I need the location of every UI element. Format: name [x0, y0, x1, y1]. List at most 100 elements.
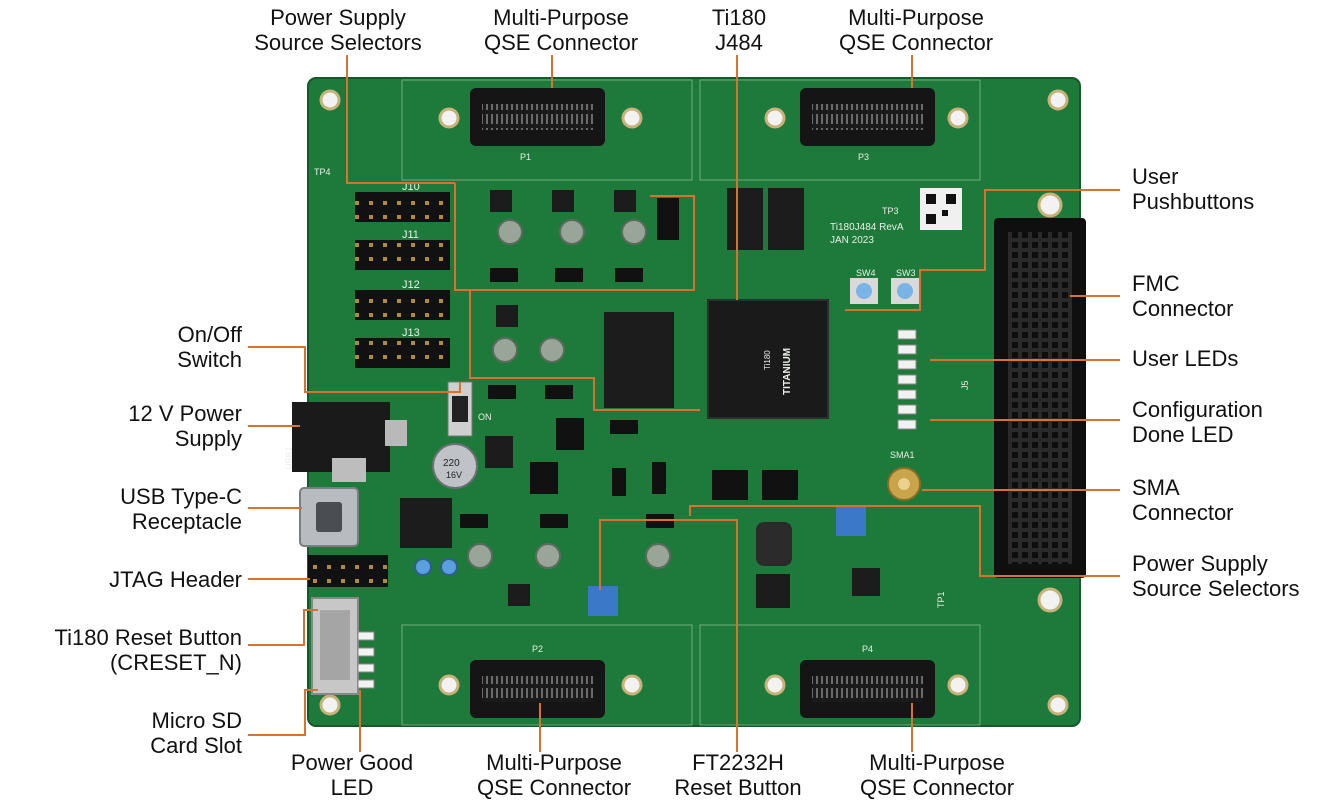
- qse-connector-top-right: P3: [800, 88, 935, 162]
- cap-value: 220: [443, 458, 460, 469]
- misc-ics: [485, 190, 880, 608]
- silk-board-date: JAN 2023: [830, 235, 874, 246]
- label-line: JTAG Header: [109, 567, 242, 592]
- silk-p4: P4: [862, 644, 873, 654]
- ft2232-chip: [400, 498, 452, 548]
- label-line: Multi-Purpose: [848, 5, 984, 30]
- silk-usb1: USB1: [284, 446, 294, 470]
- ti180-fpga-chip: TITANIUM Ti180: [707, 299, 829, 419]
- label-line: LED: [330, 775, 374, 800]
- blue-pot: [836, 506, 866, 536]
- label-line: Power Supply: [270, 5, 406, 30]
- usb-c-receptacle: USB1: [284, 446, 359, 547]
- label-line: Multi-Purpose: [486, 750, 622, 775]
- label-line: Done LED: [1132, 422, 1234, 447]
- label-usb-type-c: USB Type-C Receptacle: [120, 484, 242, 534]
- label-line: User LEDs: [1132, 346, 1239, 371]
- label-line: On/Off: [177, 322, 242, 347]
- flash-chip-2: [768, 188, 804, 250]
- silk-p1: P1: [520, 152, 531, 162]
- flash-chip-1: [727, 188, 763, 250]
- label-sma-connector: SMA Connector: [1132, 475, 1234, 525]
- silk-p3: P3: [858, 152, 869, 162]
- ft2232-reset-pot: [588, 586, 618, 616]
- label-qse-top-left: Multi-Purpose QSE Connector: [484, 5, 638, 55]
- user-pushbuttons-part: SW4 SW3: [850, 268, 919, 304]
- label-line: Power Good: [290, 750, 414, 775]
- label-on-off-switch: On/Off Switch: [177, 322, 242, 372]
- label-line: FMC: [1132, 271, 1180, 296]
- label-line: J484: [715, 30, 763, 55]
- user-leds-part: [897, 329, 917, 430]
- label-qse-bottom-left: Multi-Purpose QSE Connector: [477, 750, 631, 800]
- label-line: Multi-Purpose: [869, 750, 1005, 775]
- silk-sw4: SW4: [856, 268, 876, 278]
- label-line: Supply: [174, 426, 242, 451]
- label-line: Connector: [1132, 500, 1234, 525]
- jumper-headers: J10 J11 J12 J13: [355, 181, 450, 368]
- label-ft2232h-reset: FT2232H Reset Button: [674, 750, 801, 800]
- silk-tp3: TP3: [882, 206, 899, 216]
- label-line: Source Selectors: [1132, 576, 1300, 601]
- label-line: (CRESET_N): [109, 650, 242, 675]
- label-line: Card Slot: [150, 733, 242, 758]
- label-line: Connector: [1132, 296, 1234, 321]
- label-12v-power-supply: 12 V Power Supply: [128, 401, 242, 451]
- label-ti180-j484: Ti180 J484: [712, 5, 766, 55]
- qse-connector-bottom-right: P4: [800, 644, 935, 718]
- label-fmc-connector: FMC Connector: [1132, 271, 1234, 321]
- fpga-part: Ti180: [763, 350, 772, 370]
- mounting-holes: [319, 89, 1069, 716]
- cap-voltage: 16V: [446, 470, 462, 480]
- silk-outlines: [401, 79, 981, 726]
- qse-connector-bottom-left: P2: [470, 644, 605, 718]
- silk-board-name: Ti180J484 RevA: [830, 222, 904, 233]
- label-line: USB Type-C: [120, 484, 242, 509]
- silk-j11: J11: [402, 229, 419, 241]
- big-inductor: [756, 522, 792, 566]
- label-line: QSE Connector: [838, 30, 994, 55]
- silk-tp4: TP4: [314, 167, 331, 177]
- label-line: FT2232H: [692, 750, 784, 775]
- qse-connector-top-left: P1: [470, 88, 605, 162]
- label-config-done-led: Configuration Done LED: [1132, 397, 1263, 447]
- jtag-header-part: [308, 555, 388, 587]
- label-line: Power Supply: [1132, 551, 1268, 576]
- silk-j13: J13: [402, 327, 420, 339]
- label-line: QSE Connector: [859, 775, 1015, 800]
- label-line: Ti180 Reset Button: [54, 625, 242, 650]
- power-selector-jumpers: [460, 198, 798, 528]
- label-power-good-led: Power Good LED: [291, 750, 413, 800]
- label-user-pushbuttons: User Pushbuttons: [1132, 164, 1254, 214]
- leader-lines: [248, 55, 1120, 752]
- label-line: Receptacle: [131, 509, 242, 534]
- sma-connector-part: SMA1: [887, 450, 921, 501]
- silk-j5: J5: [960, 380, 970, 390]
- label-line: SMA: [1132, 475, 1180, 500]
- label-line: Source Selectors: [254, 30, 422, 55]
- silk-tp1: TP1: [936, 591, 946, 608]
- label-line: QSE Connector: [483, 30, 639, 55]
- label-jtag-header: JTAG Header: [109, 567, 242, 592]
- label-micro-sd: Micro SD Card Slot: [150, 708, 242, 758]
- fpga-brand: TITANIUM: [782, 348, 793, 395]
- label-line: 12 V Power: [128, 401, 242, 426]
- label-line: User: [1132, 164, 1179, 189]
- label-line: Switch: [177, 347, 242, 372]
- pcb: [308, 78, 1080, 726]
- label-power-supply-top: Power Supply Source Selectors: [254, 5, 422, 55]
- inductors: [467, 219, 671, 569]
- label-line: Pushbuttons: [1132, 189, 1255, 214]
- label-power-supply-right: Power Supply Source Selectors: [1132, 551, 1300, 601]
- silk-sw3: SW3: [896, 268, 916, 278]
- label-line: Configuration: [1132, 397, 1263, 422]
- label-line: Ti180: [711, 5, 767, 30]
- label-line: Reset Button: [674, 775, 802, 800]
- label-line: Multi-Purpose: [493, 5, 629, 30]
- label-line: Micro SD: [151, 708, 242, 733]
- label-line: QSE Connector: [476, 775, 632, 800]
- label-qse-top-right: Multi-Purpose QSE Connector: [839, 5, 993, 55]
- fmc-connector-part: J5: [960, 218, 1086, 578]
- label-ti180-reset: Ti180 Reset Button (CRESET_N): [54, 625, 242, 675]
